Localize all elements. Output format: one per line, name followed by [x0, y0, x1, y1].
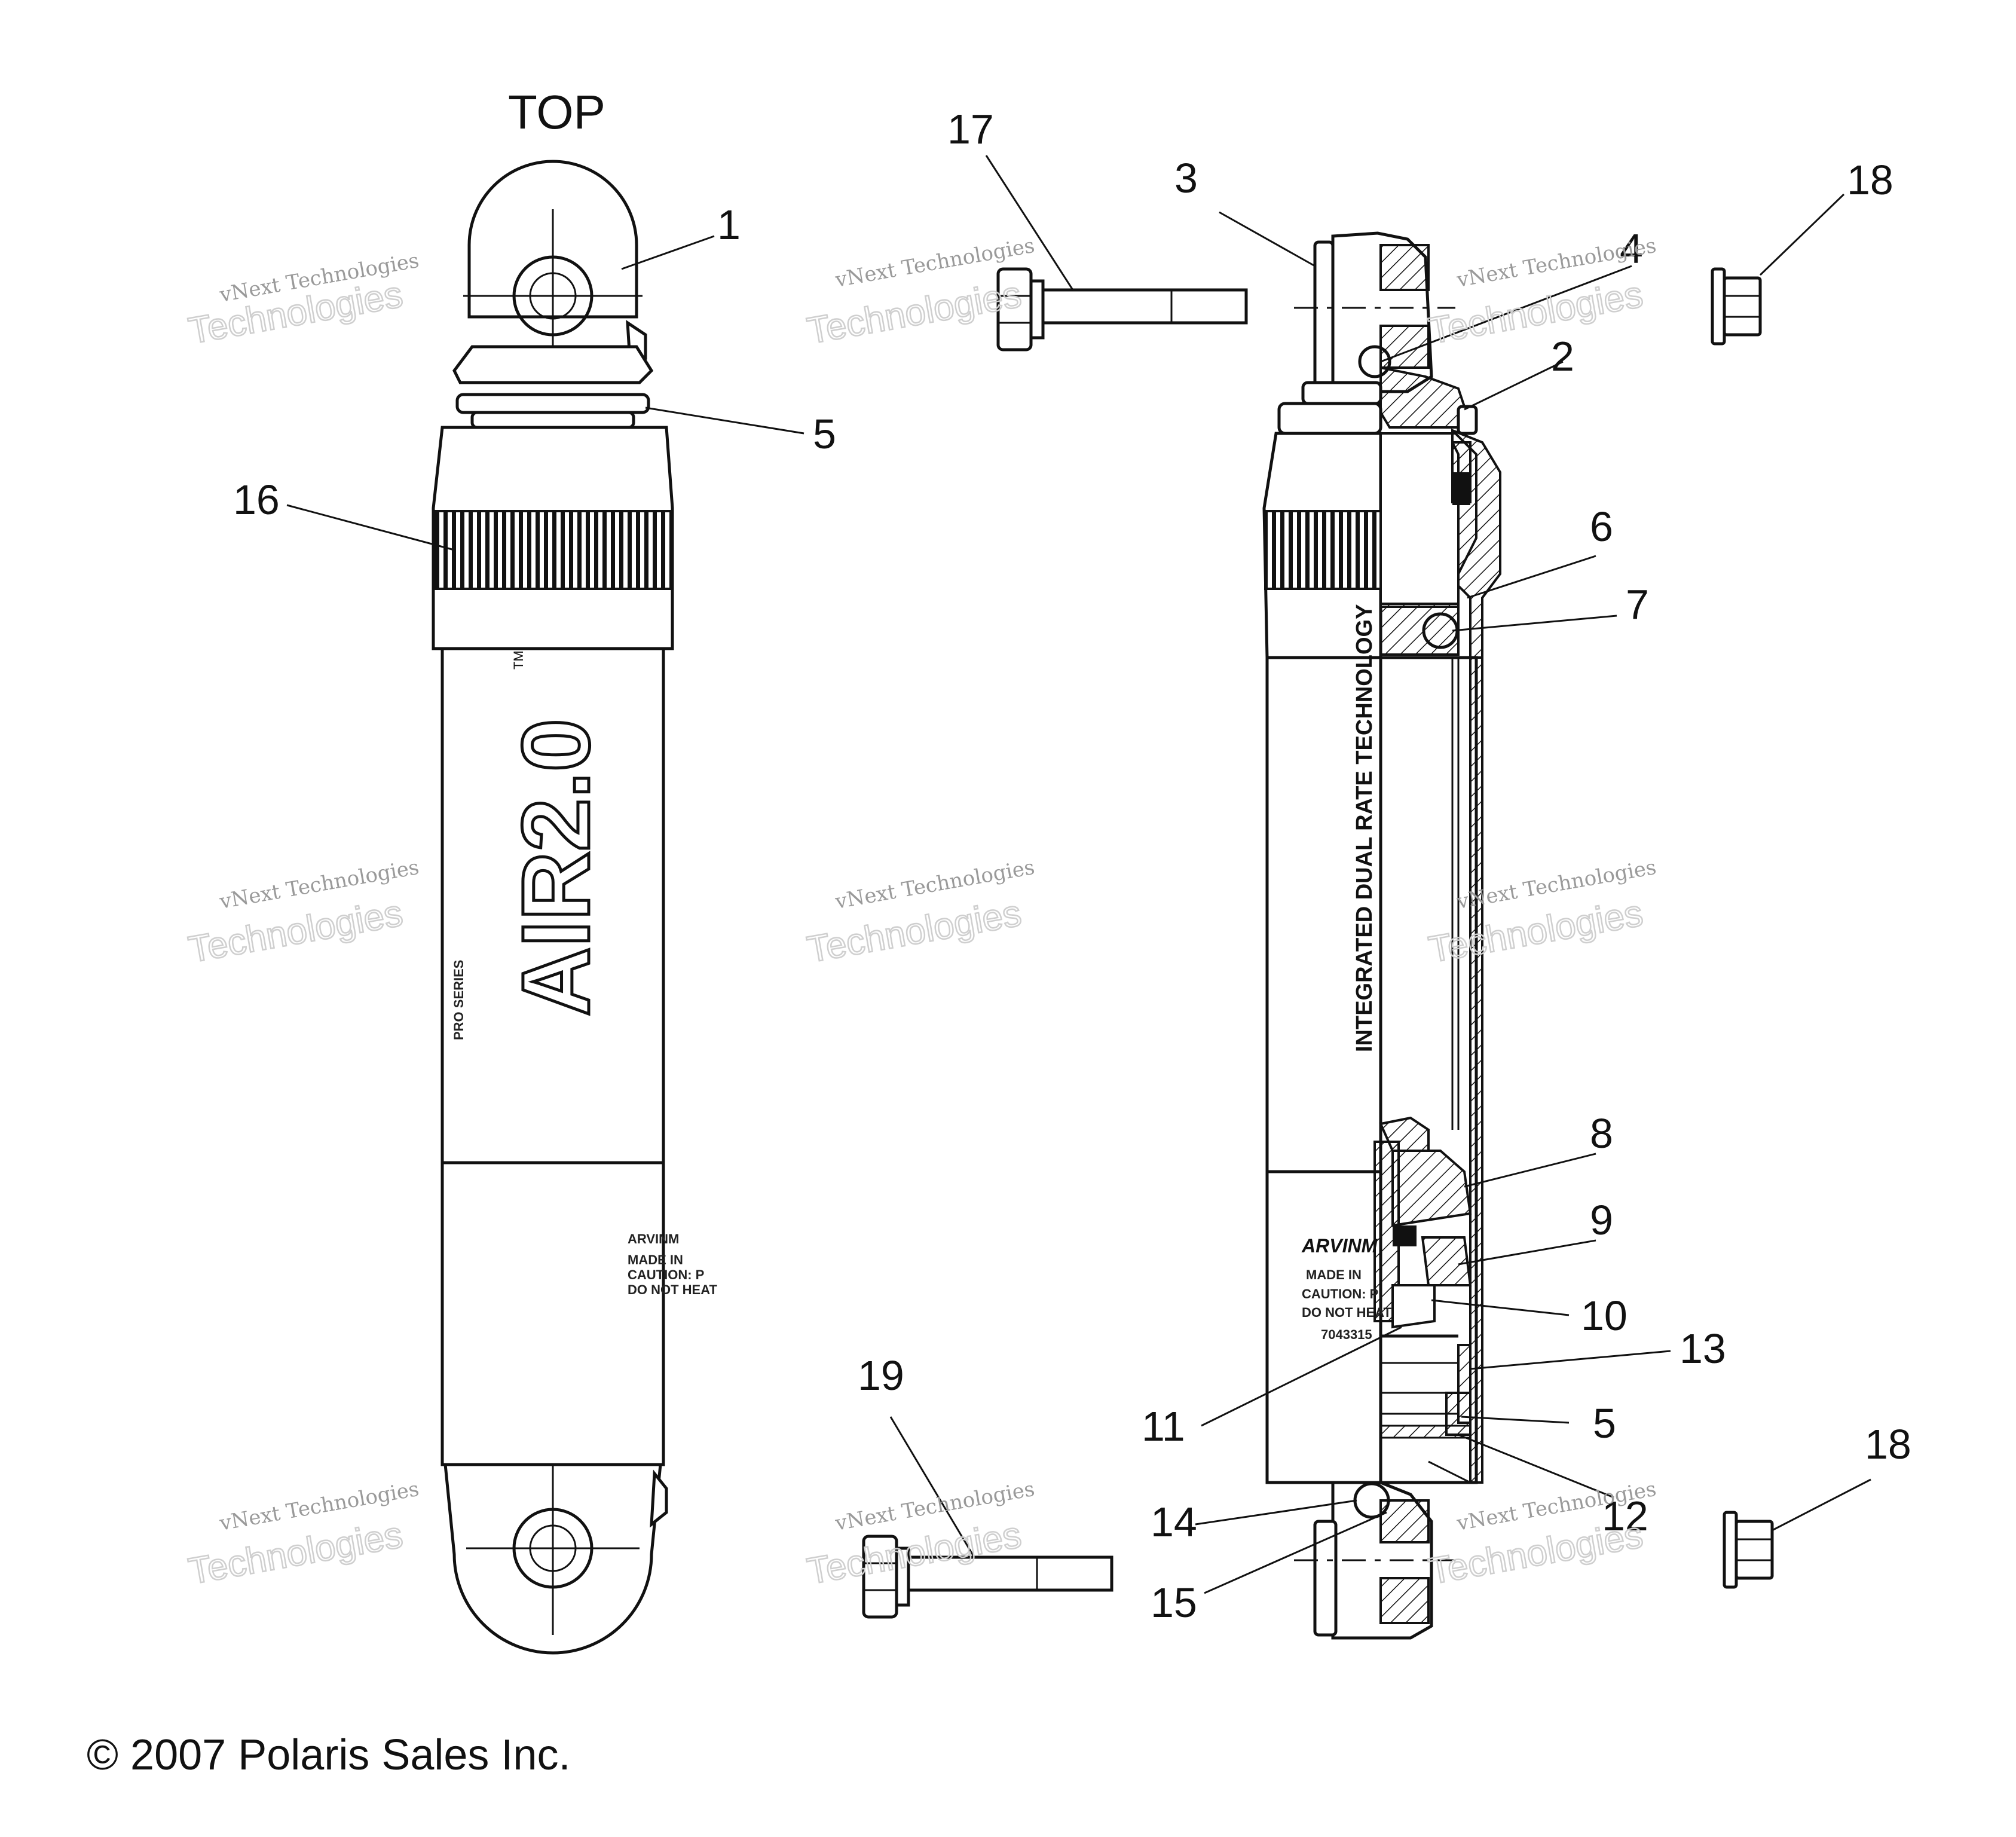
side-decal: INTEGRATED DUAL RATE TECHNOLOGY — [1352, 604, 1377, 1052]
left-brand-label: ARVINM — [628, 1231, 679, 1246]
top-nut — [1711, 267, 1762, 346]
copyright-notice: © 2007 Polaris Sales Inc. — [87, 1731, 570, 1779]
watermark-text: Technologies — [185, 1514, 405, 1593]
callout-15: 15 — [1151, 1579, 1197, 1626]
side-decal-text: INTEGRATED DUAL RATE TECHNOLOGY — [1352, 604, 1377, 1052]
right-made-in-label: MADE IN — [1306, 1267, 1362, 1282]
right-caution-label: CAUTION: P — [1302, 1286, 1378, 1301]
callout-10: 10 — [1581, 1292, 1628, 1339]
leader-lines — [286, 155, 1871, 1594]
callout-11: 11 — [1142, 1403, 1185, 1450]
air-logo-decal: AIR2.0 TM — [501, 650, 611, 1017]
pro-series-text: PRO SERIES — [451, 960, 466, 1040]
callout-2: 2 — [1551, 333, 1574, 380]
callout-1: 1 — [717, 201, 741, 248]
top-o-ring — [1358, 345, 1391, 378]
right-shock-cutaway: INTEGRATED DUAL RATE TECHNOLOGY ARVINM M… — [1262, 231, 1501, 1640]
callout-4: 4 — [1620, 225, 1643, 272]
top-seal-ring — [455, 393, 650, 414]
callout-18-top: 18 — [1847, 157, 1893, 203]
callout-6: 6 — [1590, 503, 1613, 550]
callout-17: 17 — [947, 106, 994, 152]
callout-7: 7 — [1626, 581, 1649, 628]
right-heat-label: DO NOT HEAT — [1302, 1305, 1391, 1320]
knurled-adjuster-ring — [433, 510, 672, 590]
left-made-in-label: MADE IN — [628, 1252, 683, 1267]
pro-series-decal: PRO SERIES — [451, 960, 466, 1040]
callout-19: 19 — [858, 1352, 904, 1399]
callout-12: 12 — [1602, 1493, 1648, 1539]
bottom-bolt — [862, 1535, 1113, 1619]
right-brand-label: ARVINM — [1301, 1235, 1378, 1257]
top-bolt — [996, 267, 1248, 351]
top-mount-base — [452, 345, 654, 384]
callout-13: 13 — [1680, 1325, 1726, 1372]
right-part-number: 7043315 — [1321, 1327, 1372, 1342]
callout-18-bottom: 18 — [1865, 1421, 1911, 1468]
shock-lower-body — [440, 1161, 665, 1466]
bottom-nut — [1723, 1511, 1774, 1589]
outer-wall-hatch — [1469, 656, 1483, 1484]
rebound-valve — [1421, 1236, 1472, 1286]
watermark-text: Technologies — [185, 892, 405, 971]
callout-5-top: 5 — [813, 411, 836, 457]
left-caution-label: CAUTION: P — [628, 1267, 704, 1282]
callout-16: 16 — [233, 476, 280, 523]
callout-8: 8 — [1590, 1110, 1613, 1157]
callout-3: 3 — [1174, 155, 1198, 201]
air-logo-text: AIR2.0 — [502, 719, 609, 1016]
callout-9: 9 — [1590, 1197, 1613, 1243]
shock-body — [440, 647, 665, 1164]
left-heat-label: DO NOT HEAT — [628, 1282, 717, 1297]
callout-labels: TOP 1 2 3 4 5 5 6 7 8 9 10 11 12 13 14 1… — [233, 85, 1911, 1626]
logo-trademark: TM — [511, 650, 526, 670]
top-heading: TOP — [508, 85, 605, 139]
callout-14: 14 — [1151, 1499, 1197, 1545]
cutaway-body-left — [1265, 656, 1382, 1173]
left-shock-view: AIR2.0 TM PRO SERIES ARVINM MADE IN CAUT… — [432, 160, 717, 1655]
callout-5-bottom: 5 — [1593, 1400, 1616, 1447]
